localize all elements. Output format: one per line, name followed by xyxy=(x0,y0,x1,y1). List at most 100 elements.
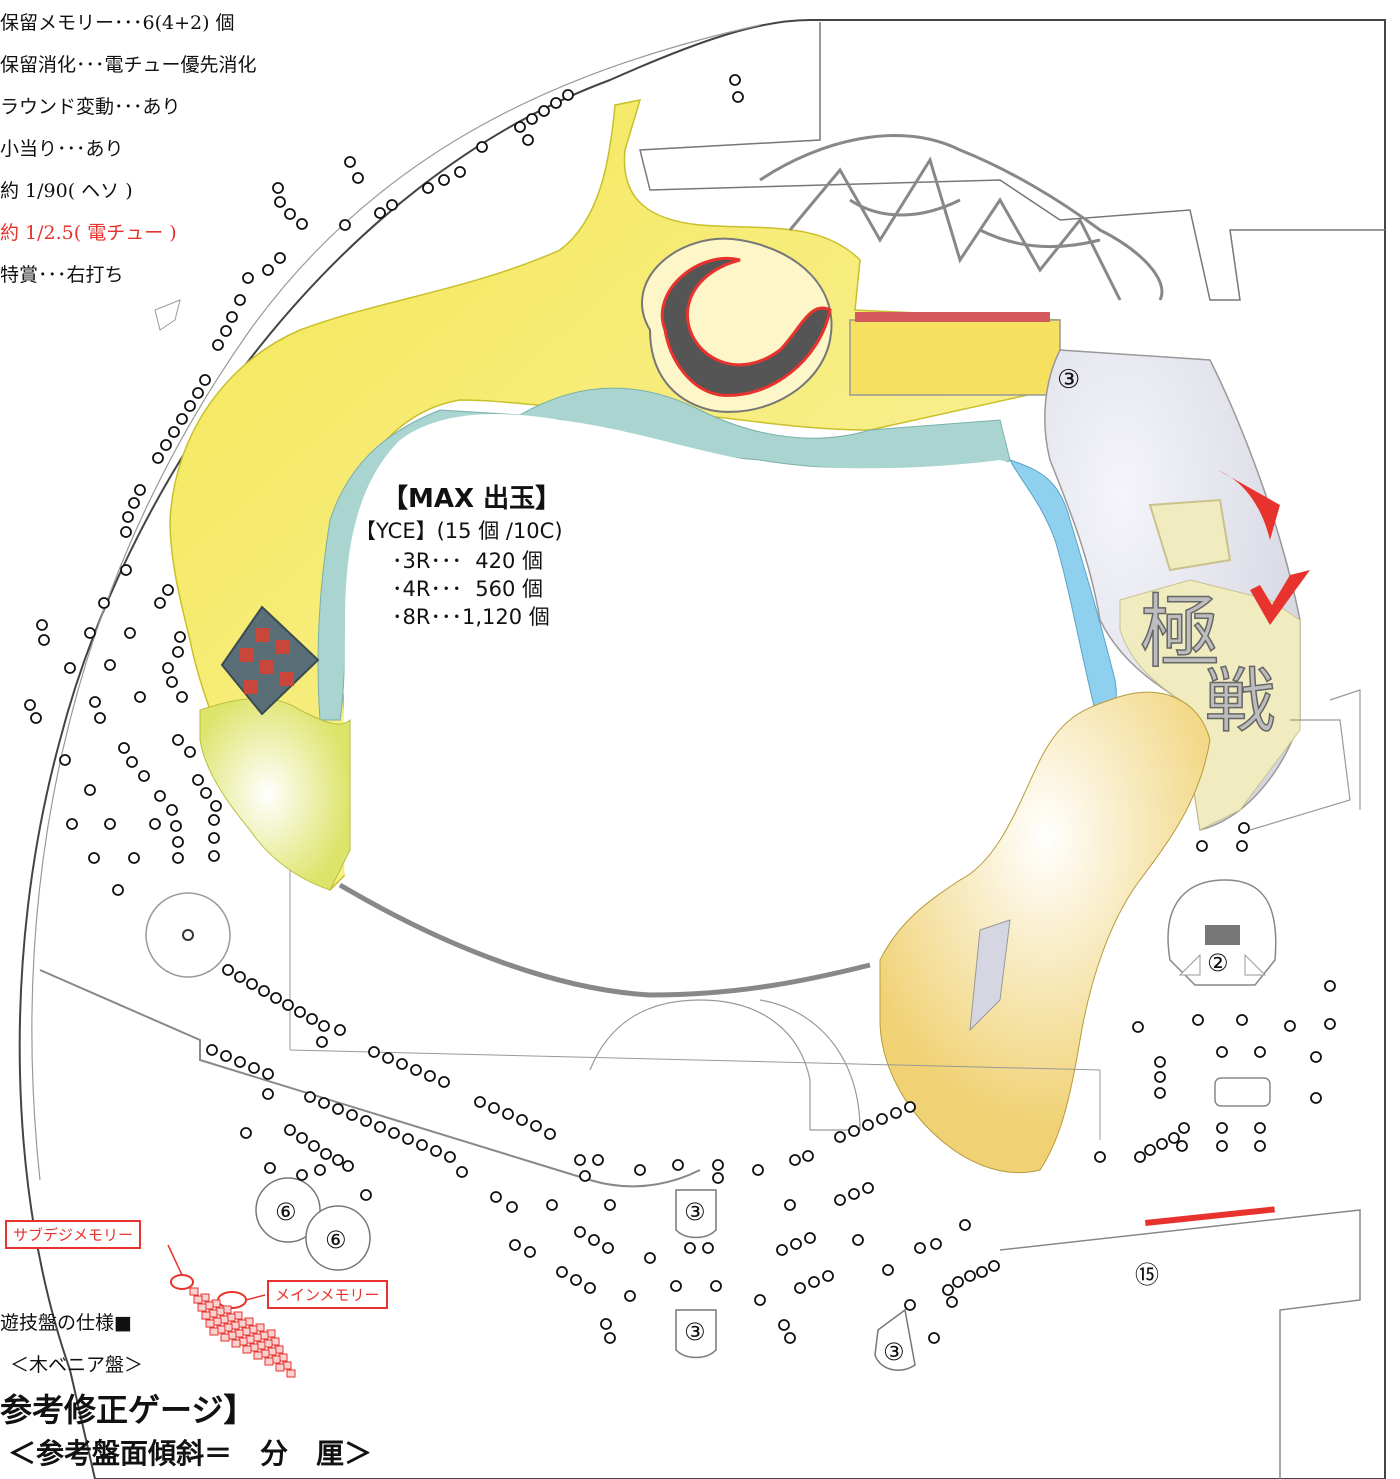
nail-pin xyxy=(964,1270,976,1282)
nail-pin xyxy=(438,174,450,186)
nail-pin xyxy=(430,1145,442,1157)
nail-pin xyxy=(168,426,180,438)
nail-pin xyxy=(220,1050,232,1062)
nail-pin xyxy=(296,1169,308,1181)
nail-pin xyxy=(234,294,246,306)
nail-pin xyxy=(120,526,132,538)
nail-pin xyxy=(822,1270,834,1282)
right-small-box xyxy=(1214,1077,1271,1107)
nail-pin xyxy=(1178,1122,1190,1134)
nail-pin xyxy=(592,1154,604,1166)
pocket-6-upper xyxy=(255,1177,321,1243)
nail-pin xyxy=(272,182,284,194)
max-payout-row: ･8R･･･1,120 個 xyxy=(392,605,550,629)
nail-pin xyxy=(360,1189,372,1201)
pocket-top-right-label: ③ xyxy=(1057,365,1080,395)
nail-pin xyxy=(506,1201,518,1213)
nail-pin xyxy=(124,627,136,639)
nail-pin xyxy=(246,978,258,990)
nail-pin xyxy=(374,1121,386,1133)
nail-pin xyxy=(790,1238,802,1250)
tilt-line: ＜参考盤面傾斜＝ 分 厘＞ xyxy=(8,1437,373,1470)
nail-pin xyxy=(212,339,224,351)
spec-line: 特賞･･･右打ち xyxy=(0,264,124,286)
nail-pin xyxy=(456,1166,468,1178)
nail-pin xyxy=(490,1191,502,1203)
nail-pin xyxy=(184,400,196,412)
attacker-rail xyxy=(999,1209,1361,1479)
max-payout-row: ･3R･･･ 420 個 xyxy=(392,549,544,573)
nail-pin xyxy=(162,584,174,596)
nail-pin xyxy=(314,1164,326,1176)
nail-pin xyxy=(1132,1021,1144,1033)
nail-pin xyxy=(374,207,386,219)
nail-pin xyxy=(172,852,184,864)
nail-pin xyxy=(208,832,220,844)
nail-pin xyxy=(94,712,106,724)
nail-pin xyxy=(172,734,184,746)
nail-pin xyxy=(170,820,182,832)
red-check-icon xyxy=(1250,570,1310,625)
lower-frame xyxy=(289,870,1101,1140)
nail-pin xyxy=(1254,1140,1266,1152)
nail-pin xyxy=(120,564,132,576)
nail-pin xyxy=(396,1058,408,1070)
nail-pin xyxy=(852,1234,864,1246)
nail-pin xyxy=(210,800,222,812)
nail-pin xyxy=(342,1160,354,1172)
memory-lamp xyxy=(264,1357,274,1366)
nail-pin xyxy=(154,790,166,802)
nail-pin xyxy=(234,971,246,983)
nail-pin xyxy=(294,1006,306,1018)
nail-pin xyxy=(1144,1144,1156,1156)
spec-line: 保留メモリー･･･6(4+2) 個 xyxy=(0,12,235,34)
sub-memory-callout: サブデジメモリー xyxy=(5,1220,142,1249)
spec-line: 約 1/2.5( 電チュー ) xyxy=(0,222,177,244)
nail-pin xyxy=(862,1182,874,1194)
pocket-cup-1 xyxy=(675,1189,717,1239)
nail-pin xyxy=(112,884,124,896)
nail-pin xyxy=(200,787,212,799)
nail-pin xyxy=(226,311,238,323)
nail-pin xyxy=(514,121,526,133)
nail-pin xyxy=(1156,1138,1168,1150)
right-logo-panel xyxy=(1119,579,1301,831)
nail-pin xyxy=(516,1114,528,1126)
nail-pin xyxy=(530,1120,542,1132)
nail-pin xyxy=(546,1199,558,1211)
memory-lamp xyxy=(193,1295,203,1304)
memory-lamp xyxy=(253,1351,263,1360)
nail-pin xyxy=(416,1139,428,1151)
nail-pin xyxy=(712,1159,724,1171)
nail-pins xyxy=(24,74,1336,1344)
nail-pin xyxy=(128,497,140,509)
nail-pin xyxy=(1216,1046,1228,1058)
nail-pin xyxy=(176,413,188,425)
nail-pin xyxy=(1238,822,1250,834)
nail-pin xyxy=(152,452,164,464)
memory-lamp xyxy=(189,1287,199,1296)
nail-pin xyxy=(802,1150,814,1162)
nail-pin xyxy=(834,1194,846,1206)
nail-pin xyxy=(778,1319,790,1331)
nail-pin xyxy=(174,631,186,643)
red-arrow-icon xyxy=(1218,470,1280,540)
pocket-left-lower-label: ⑥ xyxy=(325,1226,347,1254)
top-right-yellow-box xyxy=(849,319,1061,396)
memory-lamp xyxy=(242,1345,252,1354)
pocket-bottom-center-lower-label: ③ xyxy=(684,1318,706,1346)
nail-pin xyxy=(296,1132,308,1144)
nail-pin xyxy=(946,1296,958,1308)
nail-pin xyxy=(976,1266,988,1278)
nail-pin xyxy=(262,1088,274,1100)
spec-line: ラウンド変動･･･あり xyxy=(0,96,181,118)
spec-line: 保留消化･･･電チュー優先消化 xyxy=(0,54,257,76)
nail-pin xyxy=(308,1140,320,1152)
nail-pin xyxy=(162,662,174,674)
nail-pin xyxy=(1192,1014,1204,1026)
pocket-left-upper-label: ⑥ xyxy=(275,1198,297,1226)
spec-line: 小当り･･･あり xyxy=(0,138,124,160)
nail-pin xyxy=(118,742,130,754)
nail-pin xyxy=(386,199,398,211)
